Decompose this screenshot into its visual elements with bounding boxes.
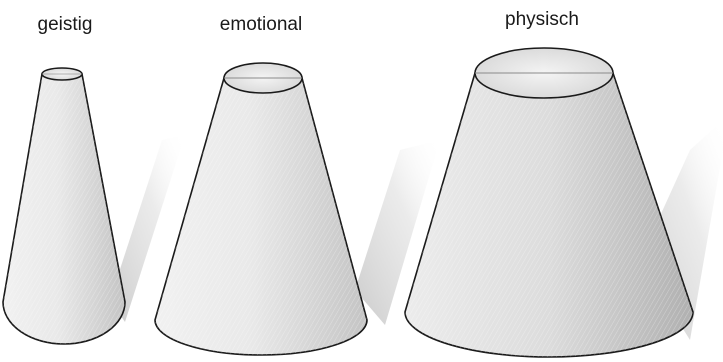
cone-hatching xyxy=(155,78,367,355)
cone-label-physisch: physisch xyxy=(505,9,579,30)
cone-hatching xyxy=(405,73,693,357)
cone-geistig: geistig xyxy=(3,14,185,344)
cone-hatching xyxy=(3,74,125,344)
cone-label-emotional: emotional xyxy=(220,14,302,35)
cone-emotional: emotional xyxy=(155,14,440,355)
cone-label-geistig: geistig xyxy=(38,14,93,35)
cone-physisch: physisch xyxy=(405,9,723,357)
